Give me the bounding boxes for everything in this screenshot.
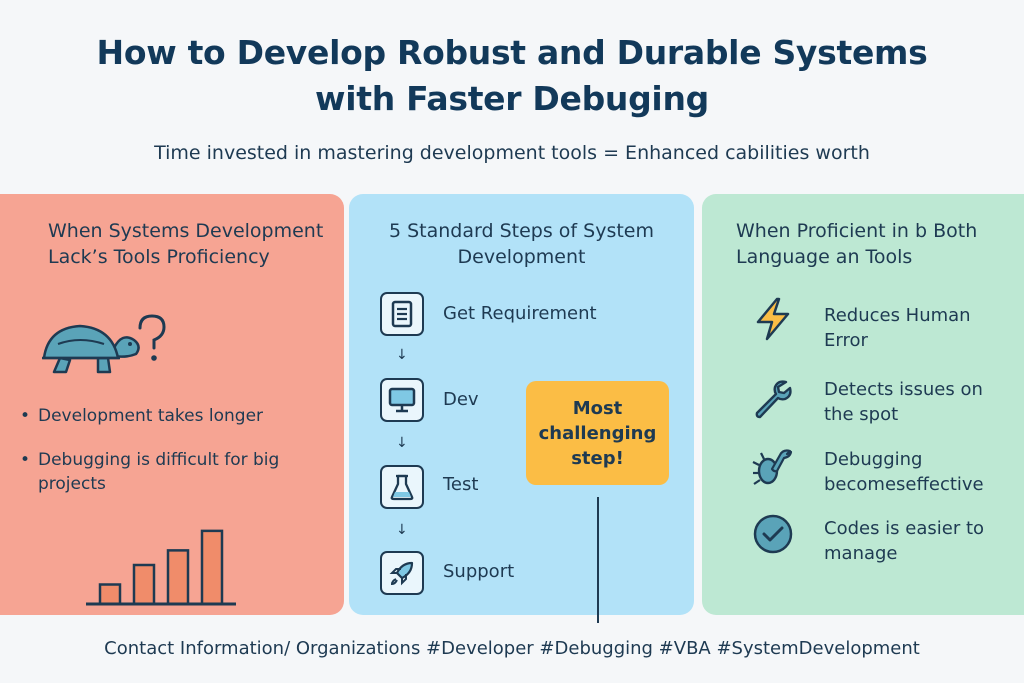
callout-connector-line [597, 497, 599, 623]
chart-bar [200, 529, 224, 606]
step-label: Get Requirement [443, 303, 597, 324]
right-panel-title: When Proficient in b Both Language an To… [736, 220, 978, 268]
step-label: Dev [443, 389, 479, 410]
page-subtitle: Time invested in mastering development t… [154, 142, 870, 164]
callout-most-challenging: Most challenging step! [526, 381, 669, 485]
turtle-question-icon [42, 314, 166, 374]
page-title-line1: How to Develop Robust and Durable System… [96, 33, 928, 72]
page-title-line2: with Faster Debuging [315, 79, 709, 118]
document-icon [380, 292, 424, 336]
middle-panel-title: 5 Standard Steps of System Development [388, 220, 654, 268]
left-panel-title: When Systems Development Lack’s Tools Pr… [48, 220, 324, 268]
growth-bar-chart [86, 529, 236, 606]
left-bullet: Development takes longer [20, 404, 340, 428]
left-bullet: Debugging is difficult for big projects [20, 448, 340, 496]
chart-bar [98, 583, 122, 606]
check-circle-icon [753, 514, 793, 554]
lightning-icon [756, 297, 790, 341]
right-panel [702, 194, 1024, 615]
chart-bar [132, 563, 156, 606]
benefit-text: Debugging becomeseffective [824, 449, 984, 495]
step-label: Test [443, 474, 479, 495]
wrench-icon [755, 380, 792, 419]
page-title: How to Develop Robust and Durable System… [0, 30, 1024, 122]
benefit-text: Reduces Human Error [824, 305, 971, 351]
flask-icon [380, 465, 424, 509]
rocket-icon [380, 551, 424, 595]
bug-wrench-icon [752, 449, 793, 485]
down-arrow-icon: ↓ [396, 435, 408, 451]
monitor-icon [380, 378, 424, 422]
footer-contact-hashtags: Contact Information/ Organizations #Deve… [104, 638, 920, 659]
down-arrow-icon: ↓ [396, 347, 408, 363]
step-label: Support [443, 561, 515, 582]
benefit-text: Detects issues on the spot [824, 379, 983, 425]
chart-bar [166, 549, 190, 606]
down-arrow-icon: ↓ [396, 522, 408, 538]
benefit-text: Codes is easier to manage [824, 518, 985, 564]
